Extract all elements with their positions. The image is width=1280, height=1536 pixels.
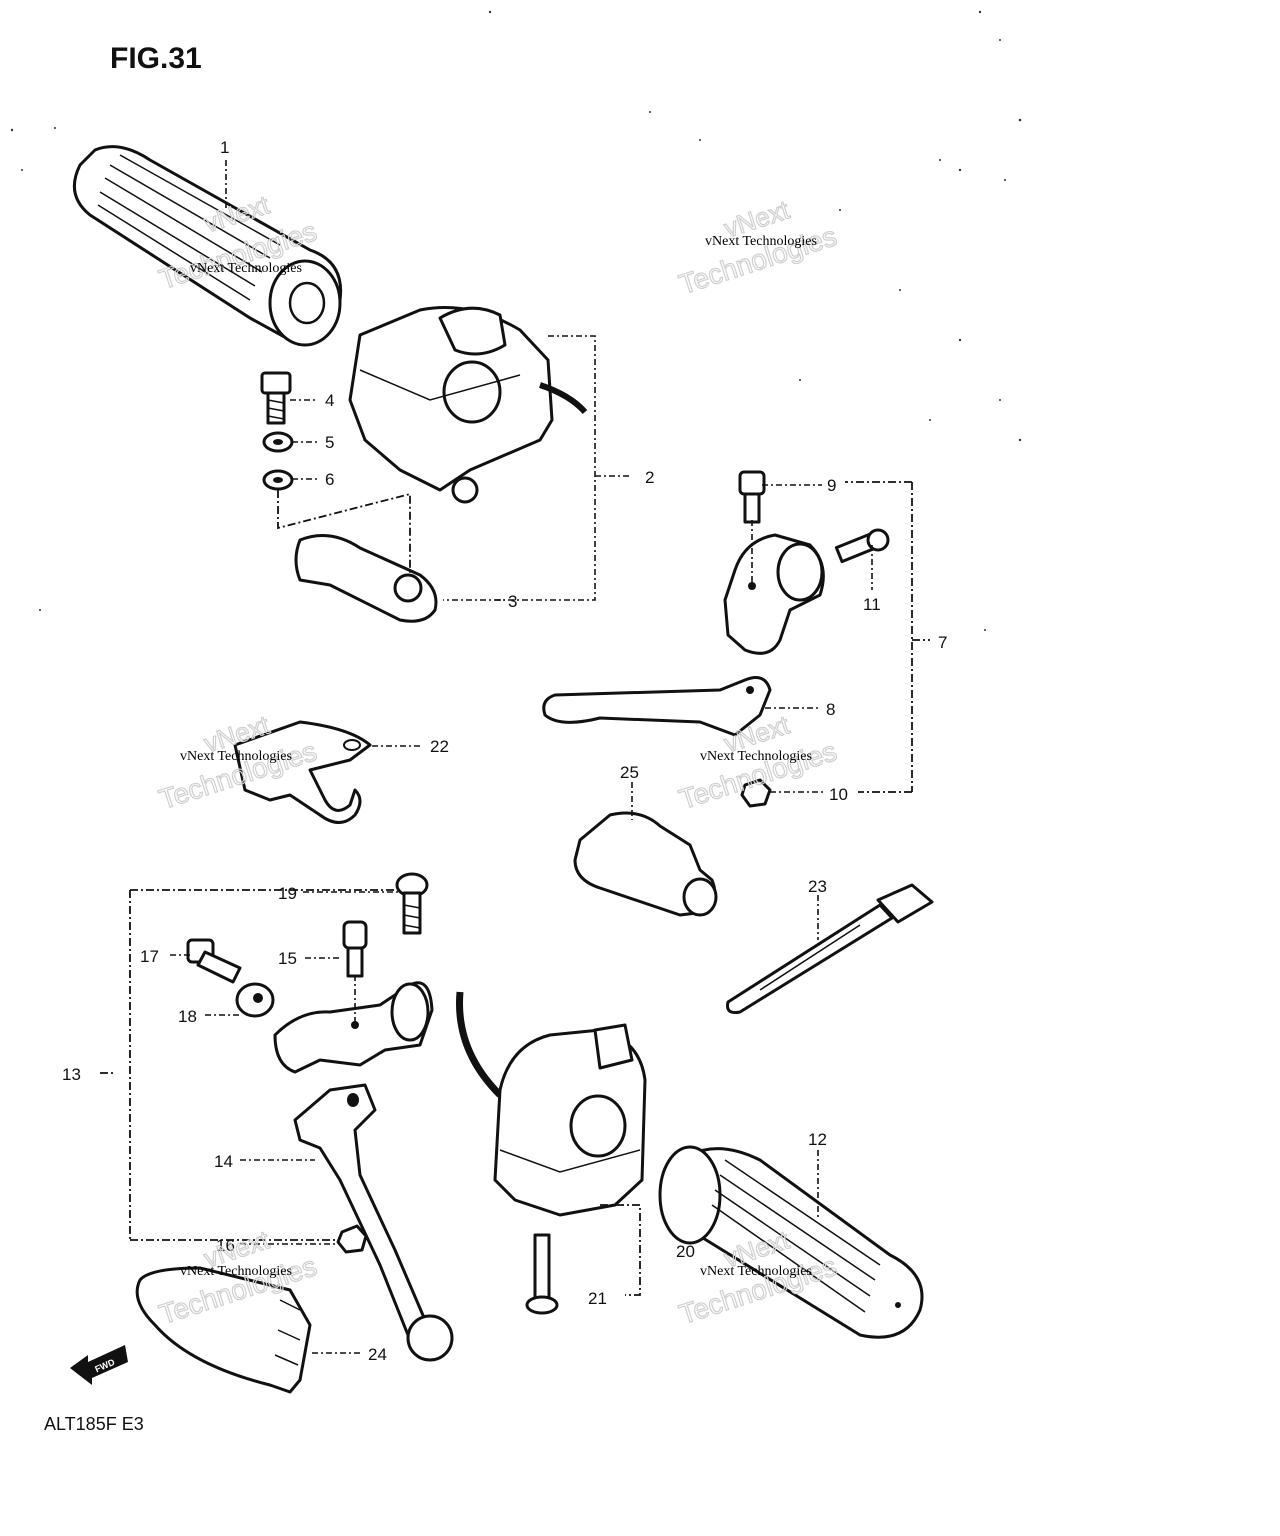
callout-14: 14 — [214, 1152, 233, 1171]
callout-13: 13 — [62, 1065, 81, 1084]
grip-left-icon — [72, 145, 343, 347]
scan-noise — [10, 10, 1022, 631]
nut-10-icon — [740, 778, 772, 808]
callout-12: 12 — [808, 1130, 827, 1149]
callout-7: 7 — [938, 633, 947, 652]
cable-tie-23-icon — [726, 883, 934, 1014]
callout-18: 18 — [178, 1007, 197, 1026]
clutch-lever-14-icon — [293, 1083, 454, 1362]
callout-21: 21 — [588, 1289, 607, 1308]
bolt-11-icon — [834, 528, 890, 564]
callout-15: 15 — [278, 949, 297, 968]
bolt-9-icon — [738, 470, 766, 524]
callout-5: 5 — [325, 433, 334, 452]
callout-11: 11 — [863, 595, 881, 614]
svg-text:vNext Technologies: vNext Technologies — [705, 234, 817, 249]
washer-18-icon — [235, 982, 275, 1018]
callout-8: 8 — [826, 700, 835, 719]
svg-text:vNext Technologies: vNext Technologies — [180, 1264, 292, 1279]
callout-23: 23 — [808, 877, 827, 896]
bolt-15-icon — [342, 920, 368, 978]
figure-title: FIG.31 — [110, 42, 202, 75]
nut-16-icon — [336, 1224, 368, 1254]
cover-24-icon — [135, 1266, 312, 1394]
callout-24: 24 — [368, 1345, 387, 1364]
callout-22: 22 — [430, 737, 449, 756]
callout-1: 1 — [220, 138, 229, 157]
callout-9: 9 — [827, 476, 836, 495]
callout-25: 25 — [620, 763, 639, 782]
callout-3: 3 — [508, 592, 517, 611]
bracket-21 — [600, 1204, 641, 1296]
clamp-3-icon — [294, 534, 438, 623]
grip-right-icon — [658, 1145, 924, 1339]
callout-16: 16 — [216, 1236, 235, 1255]
left-switch-housing-icon — [348, 306, 588, 504]
bolt-17-icon — [186, 938, 242, 984]
callout-2: 2 — [645, 468, 654, 487]
callout-19: 19 — [278, 884, 297, 903]
washer-6-icon — [262, 469, 294, 491]
bracket-22-icon — [233, 720, 372, 824]
svg-text:vNext Technologies: vNext Technologies — [190, 261, 302, 276]
watermark-top-right: vNext Technologies vNext Technologies — [675, 194, 841, 301]
screw-19-icon — [395, 872, 429, 935]
callout-4: 4 — [325, 391, 334, 410]
screw-20-icon — [525, 1233, 559, 1315]
callout-20: 20 — [676, 1242, 695, 1261]
svg-text:vNext Technologies: vNext Technologies — [700, 749, 812, 764]
callout-6: 6 — [325, 470, 334, 489]
callout-17: 17 — [140, 947, 159, 966]
svg-text:vNext Technologies: vNext Technologies — [700, 1264, 812, 1279]
brake-lever-8-icon — [542, 676, 772, 737]
clutch-holder-icon — [273, 981, 434, 1074]
leader-lines — [170, 160, 873, 1354]
callout-10: 10 — [829, 785, 848, 804]
right-switch-housing-icon — [456, 991, 647, 1217]
lever-holder-icon — [723, 533, 825, 655]
washer-5-icon — [262, 431, 294, 453]
cover-25-icon — [573, 811, 718, 917]
bolt-4-icon — [260, 371, 292, 425]
callout-labels: 1 2 3 4 5 6 7 8 9 10 11 12 13 14 15 16 1… — [62, 138, 947, 1364]
fwd-arrow-icon: FWD — [70, 1345, 128, 1385]
bracket-3-4-6 — [277, 490, 411, 575]
svg-text:vNext Technologies: vNext Technologies — [180, 749, 292, 764]
model-code: ALT185F E3 — [44, 1414, 144, 1434]
